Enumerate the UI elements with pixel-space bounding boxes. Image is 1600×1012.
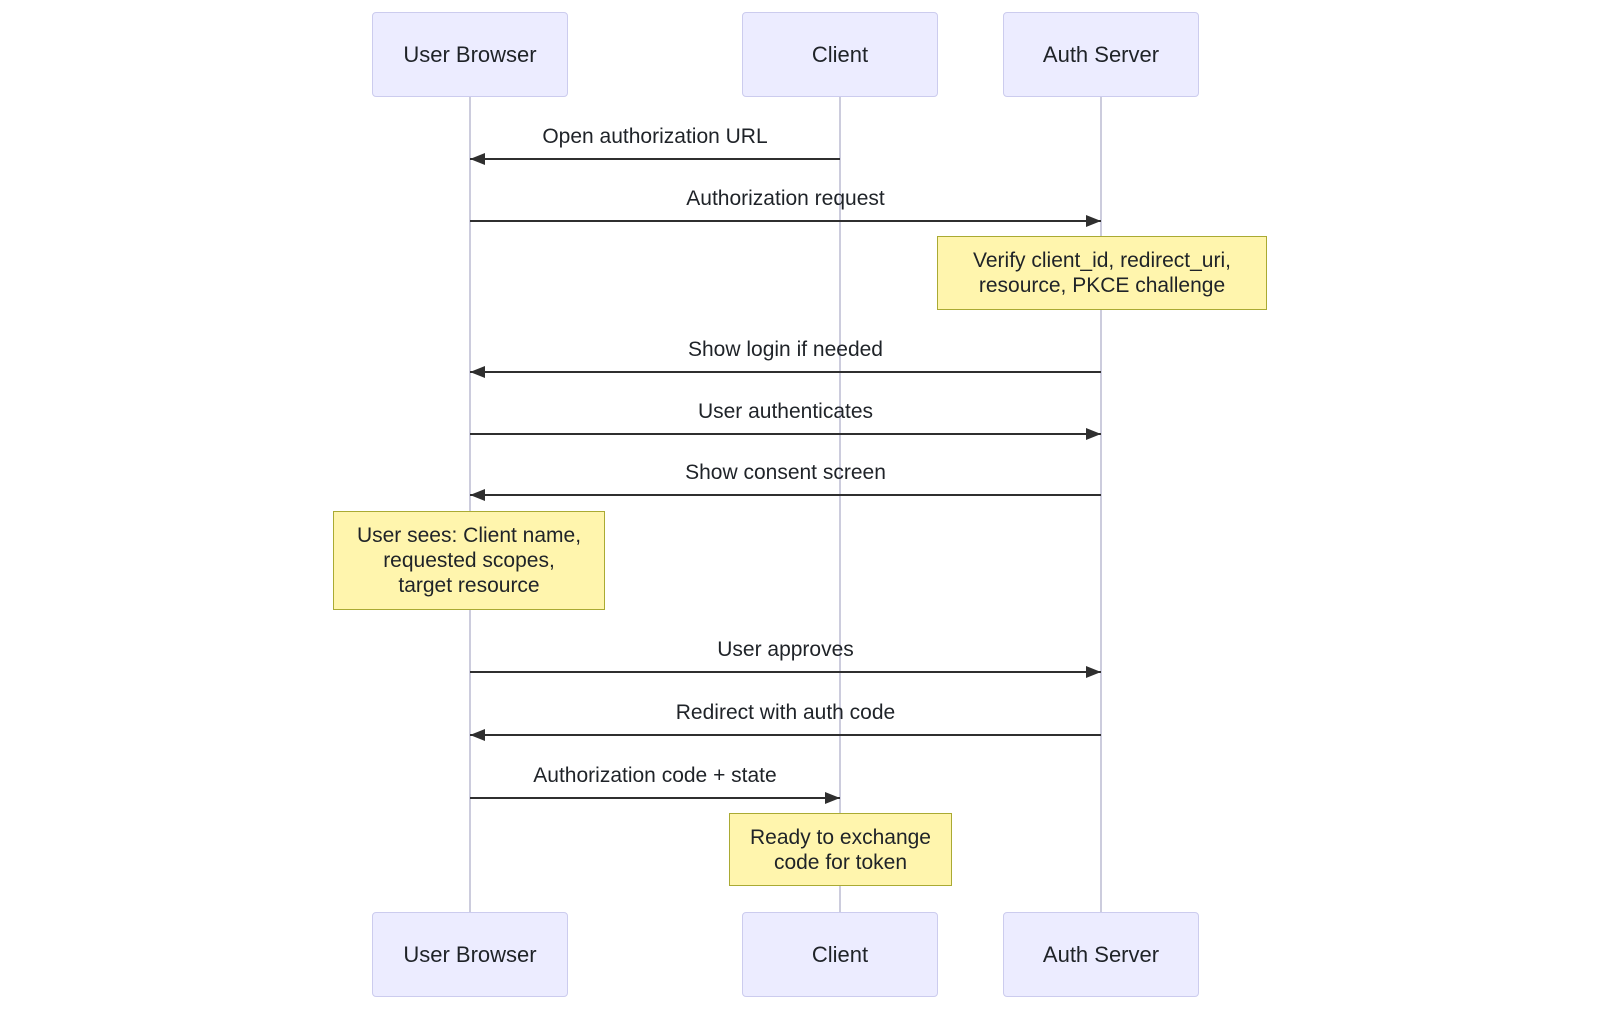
note-verify-client: Verify client_id, redirect_uri, resource… [937,236,1267,310]
arrowhead-left-icon [470,366,485,378]
message-show-consent-screen: Show consent screen [470,460,1101,501]
actor-box-user-browser-top: User Browser [372,12,568,97]
note-ready-to-exchange: Ready to exchange code for token [729,813,952,886]
message-redirect-with-auth-code: Redirect with auth code [470,700,1101,741]
arrowhead-right-icon [1086,215,1101,227]
message-label: Show login if needed [688,338,883,361]
lifeline-client [839,97,841,912]
message-label: Authorization code + state [533,764,777,787]
message-user-authenticates: User authenticates [470,399,1101,440]
message-arrow-line [470,671,1101,673]
message-arrow-line [470,433,1101,435]
message-label: User approves [717,638,854,661]
actor-box-client-top: Client [742,12,938,97]
note-line: resource, PKCE challenge [978,274,1226,297]
note-user-sees: User sees: Client name, requested scopes… [333,511,605,610]
arrowhead-right-icon [825,792,840,804]
message-label: Authorization request [686,187,885,210]
message-authorization-code-state: Authorization code + state [470,763,840,804]
message-label: User authenticates [697,400,874,423]
lifeline-auth-server [1100,97,1102,912]
message-open-authorization-url: Open authorization URL [470,124,840,165]
message-label: Open authorization URL [542,125,768,148]
note-line: target resource [398,574,540,597]
message-arrow-line [470,494,1101,496]
arrowhead-left-icon [470,489,485,501]
actor-label: User Browser [403,941,537,967]
message-arrow-line [470,734,1101,736]
note-line: requested scopes, [383,549,555,572]
actor-box-client-bottom: Client [742,912,938,997]
arrowhead-right-icon [1086,666,1101,678]
arrowhead-left-icon [470,153,485,165]
note-line: Verify client_id, redirect_uri, [973,249,1231,272]
actor-label: Auth Server [1042,41,1160,67]
message-label: Redirect with auth code [675,701,896,724]
note-line: code for token [773,850,908,874]
actor-box-auth-server-bottom: Auth Server [1003,912,1199,997]
lifeline-user-browser [469,97,471,912]
message-arrow-line [470,220,1101,222]
message-authorization-request: Authorization request [470,186,1101,227]
actor-label: Client [811,41,869,67]
actor-label: Auth Server [1042,941,1160,967]
arrowhead-left-icon [470,729,485,741]
message-label: Show consent screen [685,461,886,484]
message-arrow-line [470,797,840,799]
message-user-approves: User approves [470,637,1101,678]
arrowhead-right-icon [1086,428,1101,440]
note-line: User sees: Client name, [356,524,582,547]
actor-label: User Browser [403,41,537,67]
message-show-login-if-needed: Show login if needed [470,337,1101,378]
message-arrow-line [470,158,840,160]
note-line: Ready to exchange [750,825,931,849]
actor-box-auth-server-top: Auth Server [1003,12,1199,97]
actor-label: Client [811,941,869,967]
message-arrow-line [470,371,1101,373]
actor-box-user-browser-bottom: User Browser [372,912,568,997]
